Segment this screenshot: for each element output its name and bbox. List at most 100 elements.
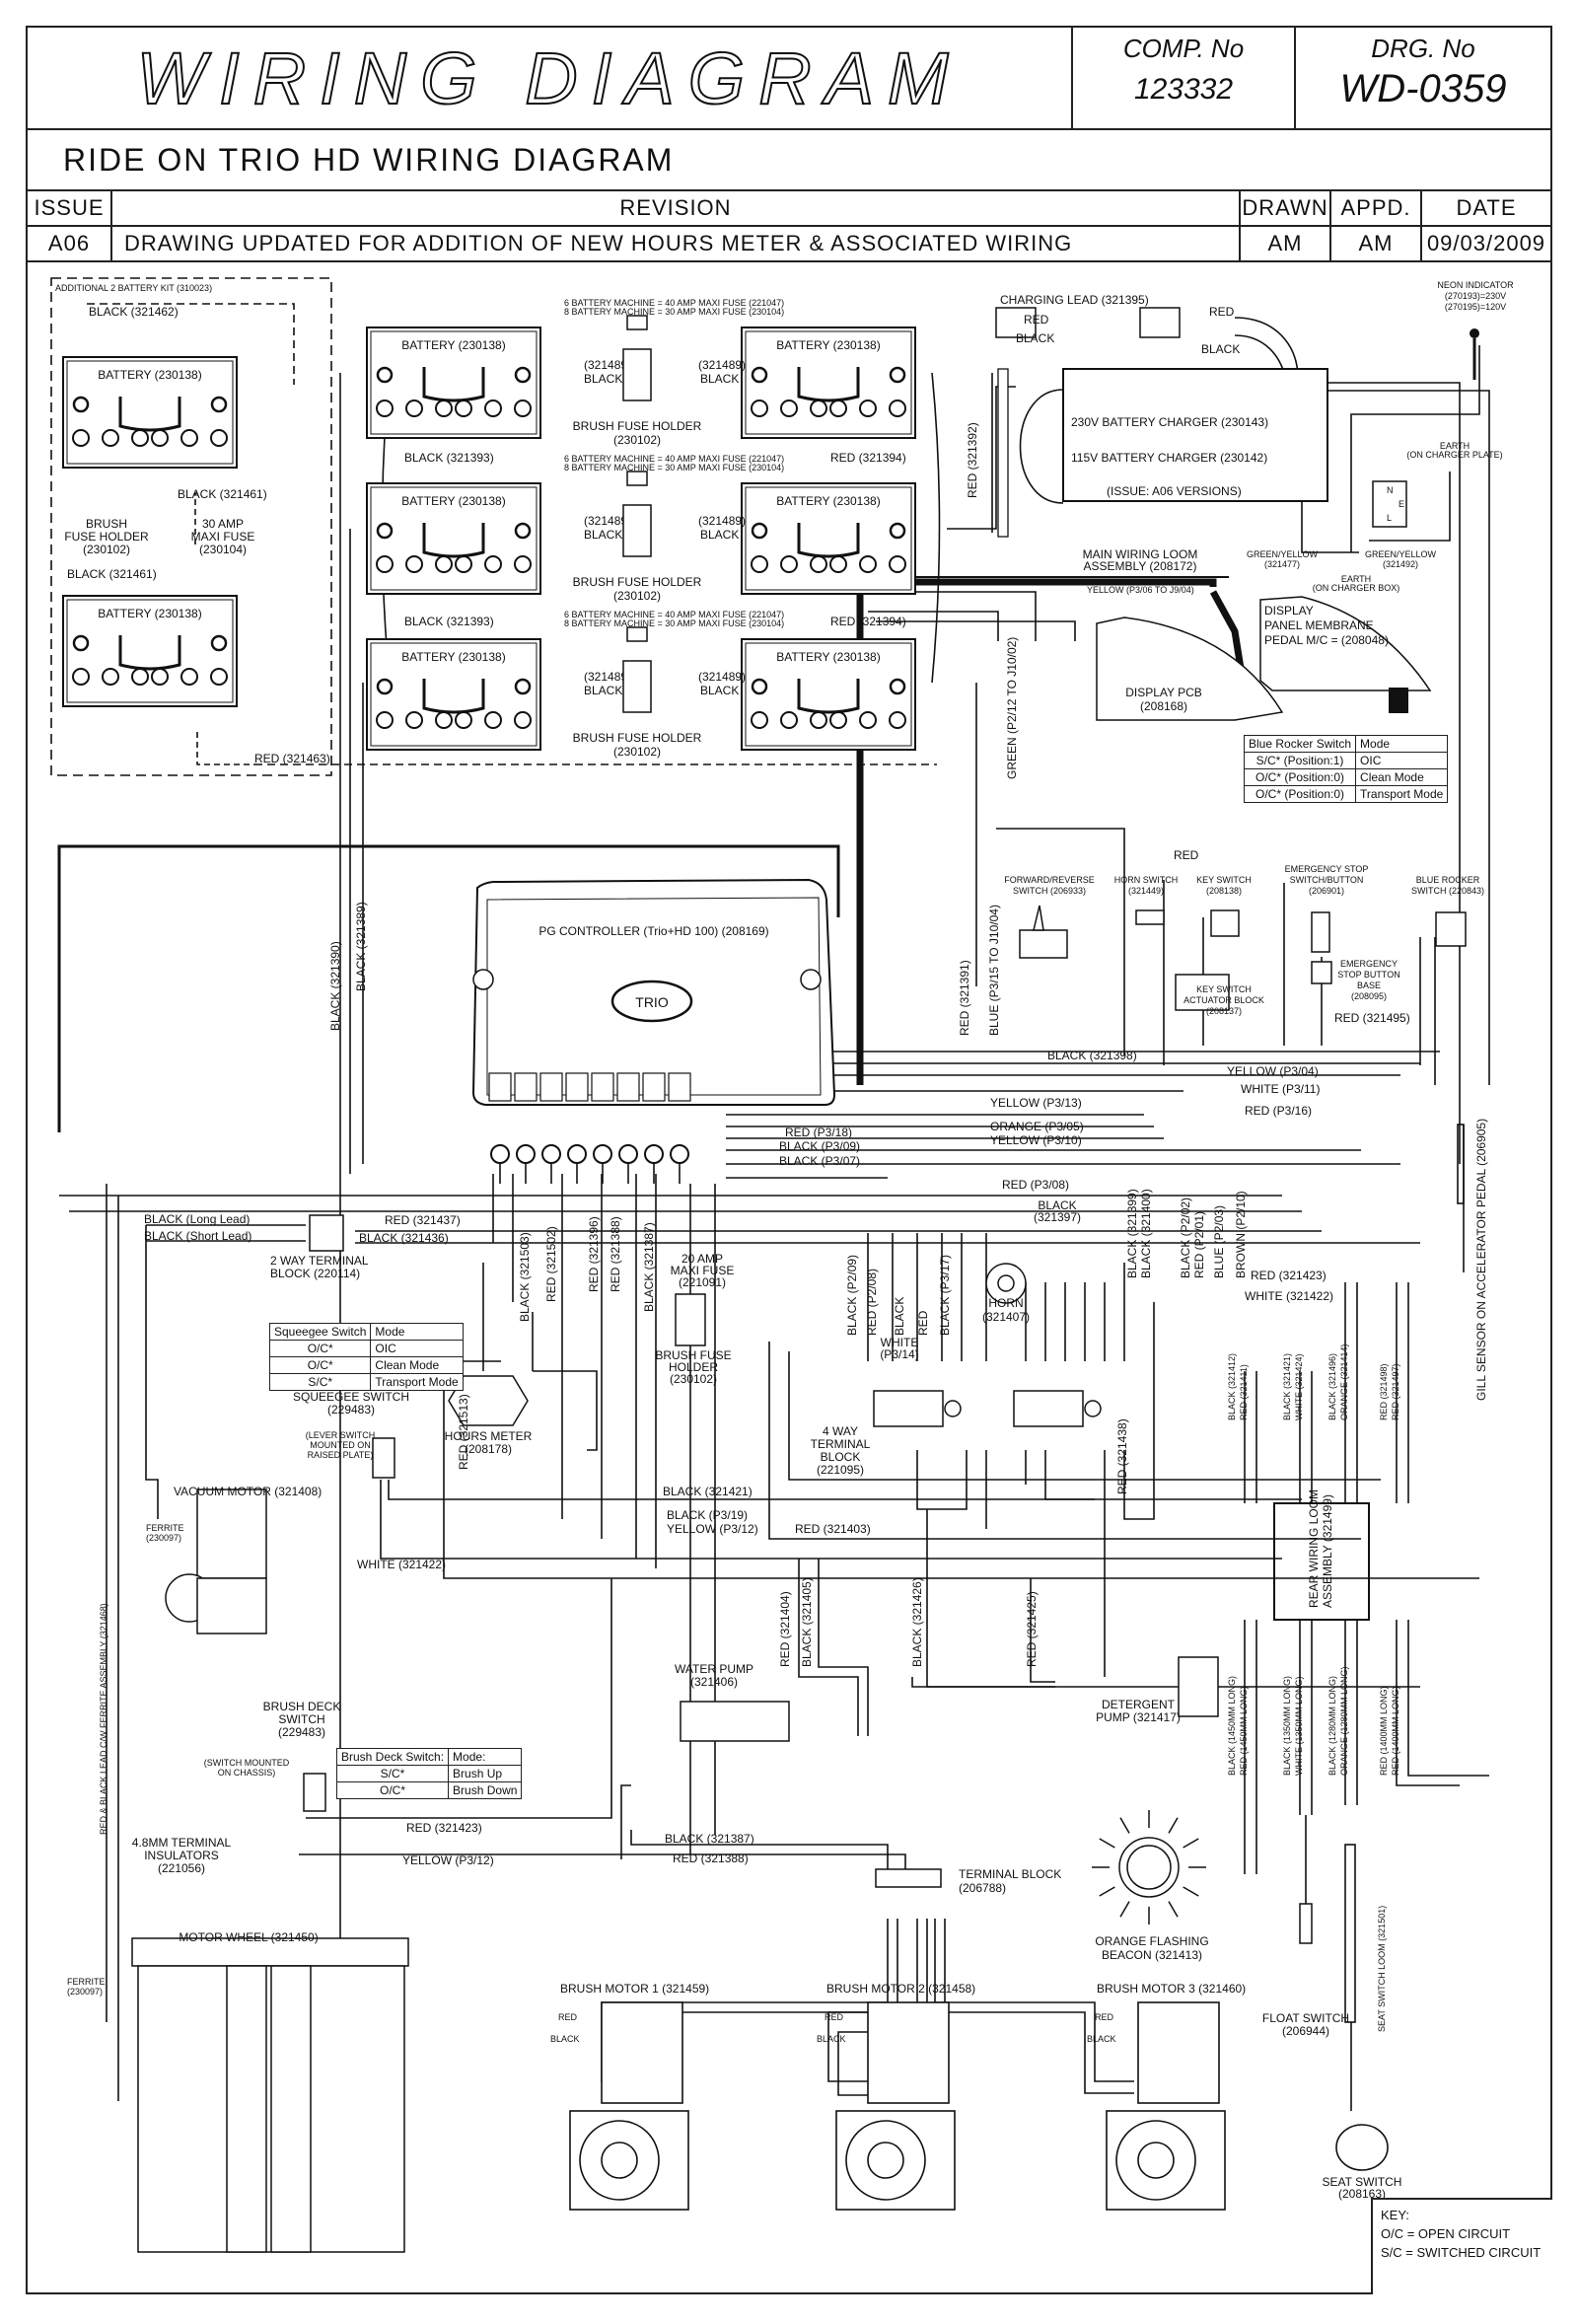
wire-label: RED (321498) bbox=[1379, 1363, 1389, 1420]
ring-terminal-icon bbox=[618, 1144, 638, 1164]
neon-indicator-label: NEON INDICATOR bbox=[1437, 280, 1514, 290]
appd-header: APPD. bbox=[1331, 191, 1422, 227]
battery-label: BATTERY (230138) bbox=[776, 338, 880, 352]
display-membrane-shape bbox=[1259, 596, 1432, 691]
table-cell: OIC bbox=[370, 1340, 464, 1357]
wire-label: BLUE (P2/03) bbox=[1212, 1205, 1226, 1278]
wire-label: RED (321463) bbox=[254, 752, 330, 765]
motors bbox=[131, 1489, 1313, 2253]
wire-label: RED (321396) bbox=[587, 1216, 601, 1292]
table-row: O/C* (Position:0)Clean Mode bbox=[1243, 768, 1449, 786]
pg-controller bbox=[471, 878, 836, 1184]
key-actuator-block-label: KEY SWITCH bbox=[1196, 984, 1252, 994]
table-cell: Brush Down bbox=[448, 1781, 523, 1799]
emergency-stop-label: SWITCH/BUTTON bbox=[1290, 875, 1364, 885]
horn-switch-label: HORN SWITCH bbox=[1114, 875, 1179, 885]
wire-label: BLACK (Short Lead) bbox=[144, 1229, 251, 1243]
lever-switch-note: MOUNTED ON bbox=[310, 1440, 371, 1450]
horn-label: (321407) bbox=[982, 1310, 1030, 1324]
display-pcb-label: (208168) bbox=[1140, 699, 1187, 713]
four-way-terminal-block-label: TERMINAL bbox=[811, 1437, 871, 1451]
forward-reverse-switch-label: SWITCH (206933) bbox=[1013, 886, 1086, 896]
wire-label: RED (321394) bbox=[830, 615, 906, 628]
wire-label: BLACK bbox=[817, 2034, 846, 2044]
fuse-note: 8 BATTERY MACHINE = 30 AMP MAXI FUSE (23… bbox=[564, 463, 784, 472]
two-way-terminal-block-label: BLOCK (220114) bbox=[270, 1267, 360, 1280]
brush-motor-label: BRUSH MOTOR 3 (321460) bbox=[1097, 1982, 1246, 1996]
table-header: Mode bbox=[1355, 735, 1449, 753]
drg-no-value: WD-0359 bbox=[1339, 67, 1507, 110]
trio-logo-text: TRIO bbox=[635, 994, 669, 1010]
date-header: DATE bbox=[1422, 191, 1550, 227]
wire-label: RED (321423) bbox=[1251, 1269, 1327, 1282]
fuse-note: 6 BATTERY MACHINE = 40 AMP MAXI FUSE (22… bbox=[564, 298, 784, 308]
table-row: S/C*Brush Up bbox=[335, 1765, 523, 1782]
neon-indicator-icon bbox=[1470, 328, 1479, 338]
charging-plug-left bbox=[995, 307, 1037, 338]
ring-terminal-icon bbox=[670, 1144, 689, 1164]
wire-label: RED bbox=[558, 2012, 578, 2022]
fuse-holder-label: BRUSH FUSE HOLDER bbox=[573, 419, 702, 433]
fuse-note: 6 BATTERY MACHINE = 40 AMP MAXI FUSE (22… bbox=[564, 610, 784, 619]
wire-label: (321489) bbox=[698, 670, 746, 684]
table-cell: S/C* (Position:1) bbox=[1243, 752, 1357, 769]
charger-model-230v: 230V BATTERY CHARGER (230143) bbox=[1071, 415, 1268, 429]
terminal-insulators-label: (221056) bbox=[158, 1861, 205, 1875]
brush-motor-label: BRUSH MOTOR 1 (321459) bbox=[560, 1982, 709, 1996]
drawn-value: AM bbox=[1241, 227, 1331, 260]
beacon-ray bbox=[1168, 1901, 1179, 1918]
wire-label: ORANGE (1280MM LONG) bbox=[1339, 1666, 1349, 1776]
table-header: Brush Deck Switch: bbox=[335, 1748, 450, 1766]
controller-terminal bbox=[539, 1072, 563, 1102]
earth-wire-label: GREEN/YELLOW bbox=[1365, 549, 1437, 559]
wire-label: BLACK (321398) bbox=[1047, 1049, 1137, 1062]
wire-label: BLACK (321426) bbox=[910, 1577, 924, 1667]
table-header: Mode: bbox=[448, 1748, 523, 1766]
wire-label: BLACK (1350MM LONG) bbox=[1282, 1676, 1292, 1776]
blue-rocker-switch-label: SWITCH (220843) bbox=[1411, 886, 1484, 896]
battery-kit-label: ADDITIONAL 2 BATTERY KIT (310023) bbox=[55, 283, 212, 293]
wire-label: WHITE (321424) bbox=[1294, 1353, 1304, 1420]
wire-label: BLACK (321496) bbox=[1327, 1353, 1337, 1420]
controller-label: PG CONTROLLER (Trio+HD 100) (208169) bbox=[538, 924, 768, 938]
earth-box-label: (ON CHARGER BOX) bbox=[1313, 583, 1400, 593]
earth-plate-label: EARTH bbox=[1440, 441, 1470, 451]
charging-plug-right bbox=[1139, 307, 1181, 338]
display-panel bbox=[1096, 596, 1432, 721]
neon-indicator-label: (270193)=230V bbox=[1445, 291, 1506, 301]
water-pump-icon bbox=[680, 1701, 790, 1742]
wire-label: RED (321388) bbox=[609, 1216, 622, 1292]
charging-lead-label: CHARGING LEAD (321395) bbox=[1000, 293, 1149, 307]
wire-labels: ADDITIONAL 2 BATTERY KIT (310023) BLACK (… bbox=[55, 280, 1514, 2201]
neon-indicator-label: (270195)=120V bbox=[1445, 302, 1506, 312]
wire-label: WHITE (321422) bbox=[1245, 1289, 1333, 1303]
socket-pin-l: L bbox=[1387, 513, 1392, 523]
ring-terminal-icon bbox=[567, 1144, 587, 1164]
wire-label: ORANGE (P3/05) bbox=[990, 1120, 1084, 1133]
controller-terminal bbox=[514, 1072, 538, 1102]
emergency-stop-base-icon bbox=[1311, 961, 1332, 984]
key-switched-circuit: S/C = SWITCHED CIRCUIT bbox=[1381, 2245, 1542, 2260]
emergency-stop-base-label: (208095) bbox=[1351, 991, 1387, 1001]
battery: BATTERY (230138) bbox=[366, 638, 541, 751]
maxi-fuse-label: MAXI FUSE bbox=[191, 530, 255, 544]
four-way-terminal-block-label: BLOCK bbox=[821, 1450, 861, 1464]
wire-label: RED (1450MM LONG) bbox=[1239, 1686, 1249, 1776]
maxi-fuse-label: 30 AMP bbox=[202, 517, 244, 531]
fuse-note: 8 BATTERY MACHINE = 30 AMP MAXI FUSE (23… bbox=[564, 618, 784, 628]
mains-socket bbox=[1372, 480, 1407, 528]
seat-switch-label: (208163) bbox=[1338, 2187, 1386, 2201]
wire-label: RED (321513) bbox=[457, 1394, 470, 1470]
water-pump-label: (321406) bbox=[690, 1675, 738, 1689]
table-header: Squeegee Switch bbox=[268, 1323, 372, 1341]
hours-meter-label: HOURS METER bbox=[445, 1429, 533, 1443]
fuse-holder-code: (230102) bbox=[613, 589, 661, 603]
lever-switch-note: (LEVER SWITCH bbox=[306, 1430, 376, 1440]
emergency-stop-label: EMERGENCY STOP bbox=[1285, 864, 1369, 874]
comp-no-label: COMP. No bbox=[1122, 34, 1245, 63]
ferrite-label: FERRITE bbox=[67, 1977, 106, 1987]
wire-label: WHITE (321422) bbox=[357, 1558, 446, 1571]
battery-label: BATTERY (230138) bbox=[98, 368, 201, 382]
detergent-pump-icon bbox=[1178, 1656, 1219, 1717]
wire-label: RED (321391) bbox=[958, 960, 971, 1036]
